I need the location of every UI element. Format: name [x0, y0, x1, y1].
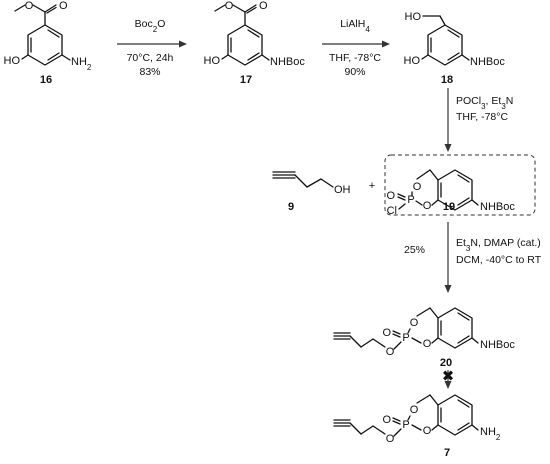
ring-oxygen-label: O	[423, 200, 432, 212]
nhboc-label: NHBoc	[480, 201, 515, 213]
compound-20: O O P O O NHBoc 20	[333, 307, 515, 369]
ester-oxygen-label: O	[386, 346, 395, 358]
compound-19: O O P O Cl NHBoc 19	[384, 154, 536, 217]
phosphoryl-oxygen-label: O	[386, 190, 395, 202]
arrow-step-3: POCl3, Et3N THF, -78°C	[444, 88, 513, 152]
failed-reaction-cross-icon: ✖	[442, 367, 455, 385]
step1-yield: 83%	[139, 66, 160, 78]
benzene-ring	[427, 24, 463, 66]
nhboc-label: NHBoc	[470, 56, 505, 68]
ring-oxygen-label: O	[413, 181, 422, 193]
phosphoryl-oxygen-label: O	[382, 327, 391, 339]
benzene-ring	[27, 24, 63, 66]
step1-conditions: 70°C, 24h	[127, 52, 174, 64]
amine-label: NH2	[480, 426, 501, 442]
benzene-ring	[437, 394, 473, 436]
compound-17: O O HO NHBoc 17	[204, 0, 306, 86]
hydroxyl-label: HO	[204, 55, 221, 67]
arrow-step-1: Boc2O 70°C, 24h 83%	[117, 18, 187, 78]
compound-number: 20	[440, 357, 452, 369]
step4-yield: 25%	[404, 244, 425, 256]
nhboc-label: NHBoc	[270, 56, 305, 68]
chloro-label: Cl	[387, 205, 397, 217]
compound-9: OH 9	[272, 171, 351, 213]
ester-oxygen-label: O	[25, 0, 34, 12]
step1-reagent: Boc2O	[135, 18, 166, 34]
step2-yield: 90%	[344, 66, 365, 78]
compound-number: 18	[441, 74, 453, 86]
hydroxyl-label: HO	[4, 55, 21, 67]
plus-sign: +	[369, 180, 375, 192]
compound-16: O O HO NH2 16	[4, 0, 92, 86]
carbonyl-oxygen-label: O	[259, 0, 268, 12]
compound-number: 7	[444, 447, 450, 459]
phosphoryl-oxygen-label: O	[382, 414, 391, 426]
benzene-ring	[437, 307, 473, 349]
ring-oxygen-label: O	[423, 338, 432, 350]
ester-oxygen-label: O	[225, 0, 234, 12]
hydroxymethyl-label: HO	[405, 11, 422, 23]
arrow-step-2: LiAlH4 THF, -78°C 90%	[322, 18, 390, 78]
benzene-ring	[227, 24, 263, 66]
compound-18: HO HO NHBoc 18	[404, 11, 506, 86]
arrow-step-4: 25% Et3N, DMAP (cat.) DCM, -40°C to RT	[404, 222, 542, 293]
step3-reagents: POCl3, Et3N	[456, 95, 513, 111]
step3-conditions: THF, -78°C	[456, 111, 508, 123]
step4-conditions: DCM, -40°C to RT	[456, 254, 542, 266]
ring-oxygen-label: O	[423, 425, 432, 437]
ring-oxygen-label: O	[410, 317, 419, 329]
ester-oxygen-label: O	[386, 433, 395, 445]
step2-reagent: LiAlH4	[340, 18, 370, 34]
carbonyl-oxygen-label: O	[59, 0, 68, 12]
hydroxyl-label: OH	[334, 184, 351, 196]
compound-7: O O P O O NH2 7	[333, 394, 501, 459]
arrow-step-5: ✖	[442, 367, 455, 389]
step2-conditions: THF, -78°C	[329, 52, 381, 64]
highlight-box	[384, 154, 536, 216]
hydroxyl-label: HO	[404, 55, 421, 67]
compound-number: 17	[240, 74, 252, 86]
amine-label: NH2	[71, 56, 92, 72]
compound-number: 19	[443, 201, 455, 213]
phosphorus-label: P	[407, 194, 414, 206]
ring-oxygen-label: O	[410, 404, 419, 416]
nhboc-label: NHBoc	[480, 339, 515, 351]
phosphorus-label: P	[402, 419, 409, 431]
phosphorus-label: P	[402, 332, 409, 344]
compound-number: 9	[288, 201, 294, 213]
compound-number: 16	[40, 74, 52, 86]
step4-reagents: Et3N, DMAP (cat.)	[456, 237, 541, 253]
